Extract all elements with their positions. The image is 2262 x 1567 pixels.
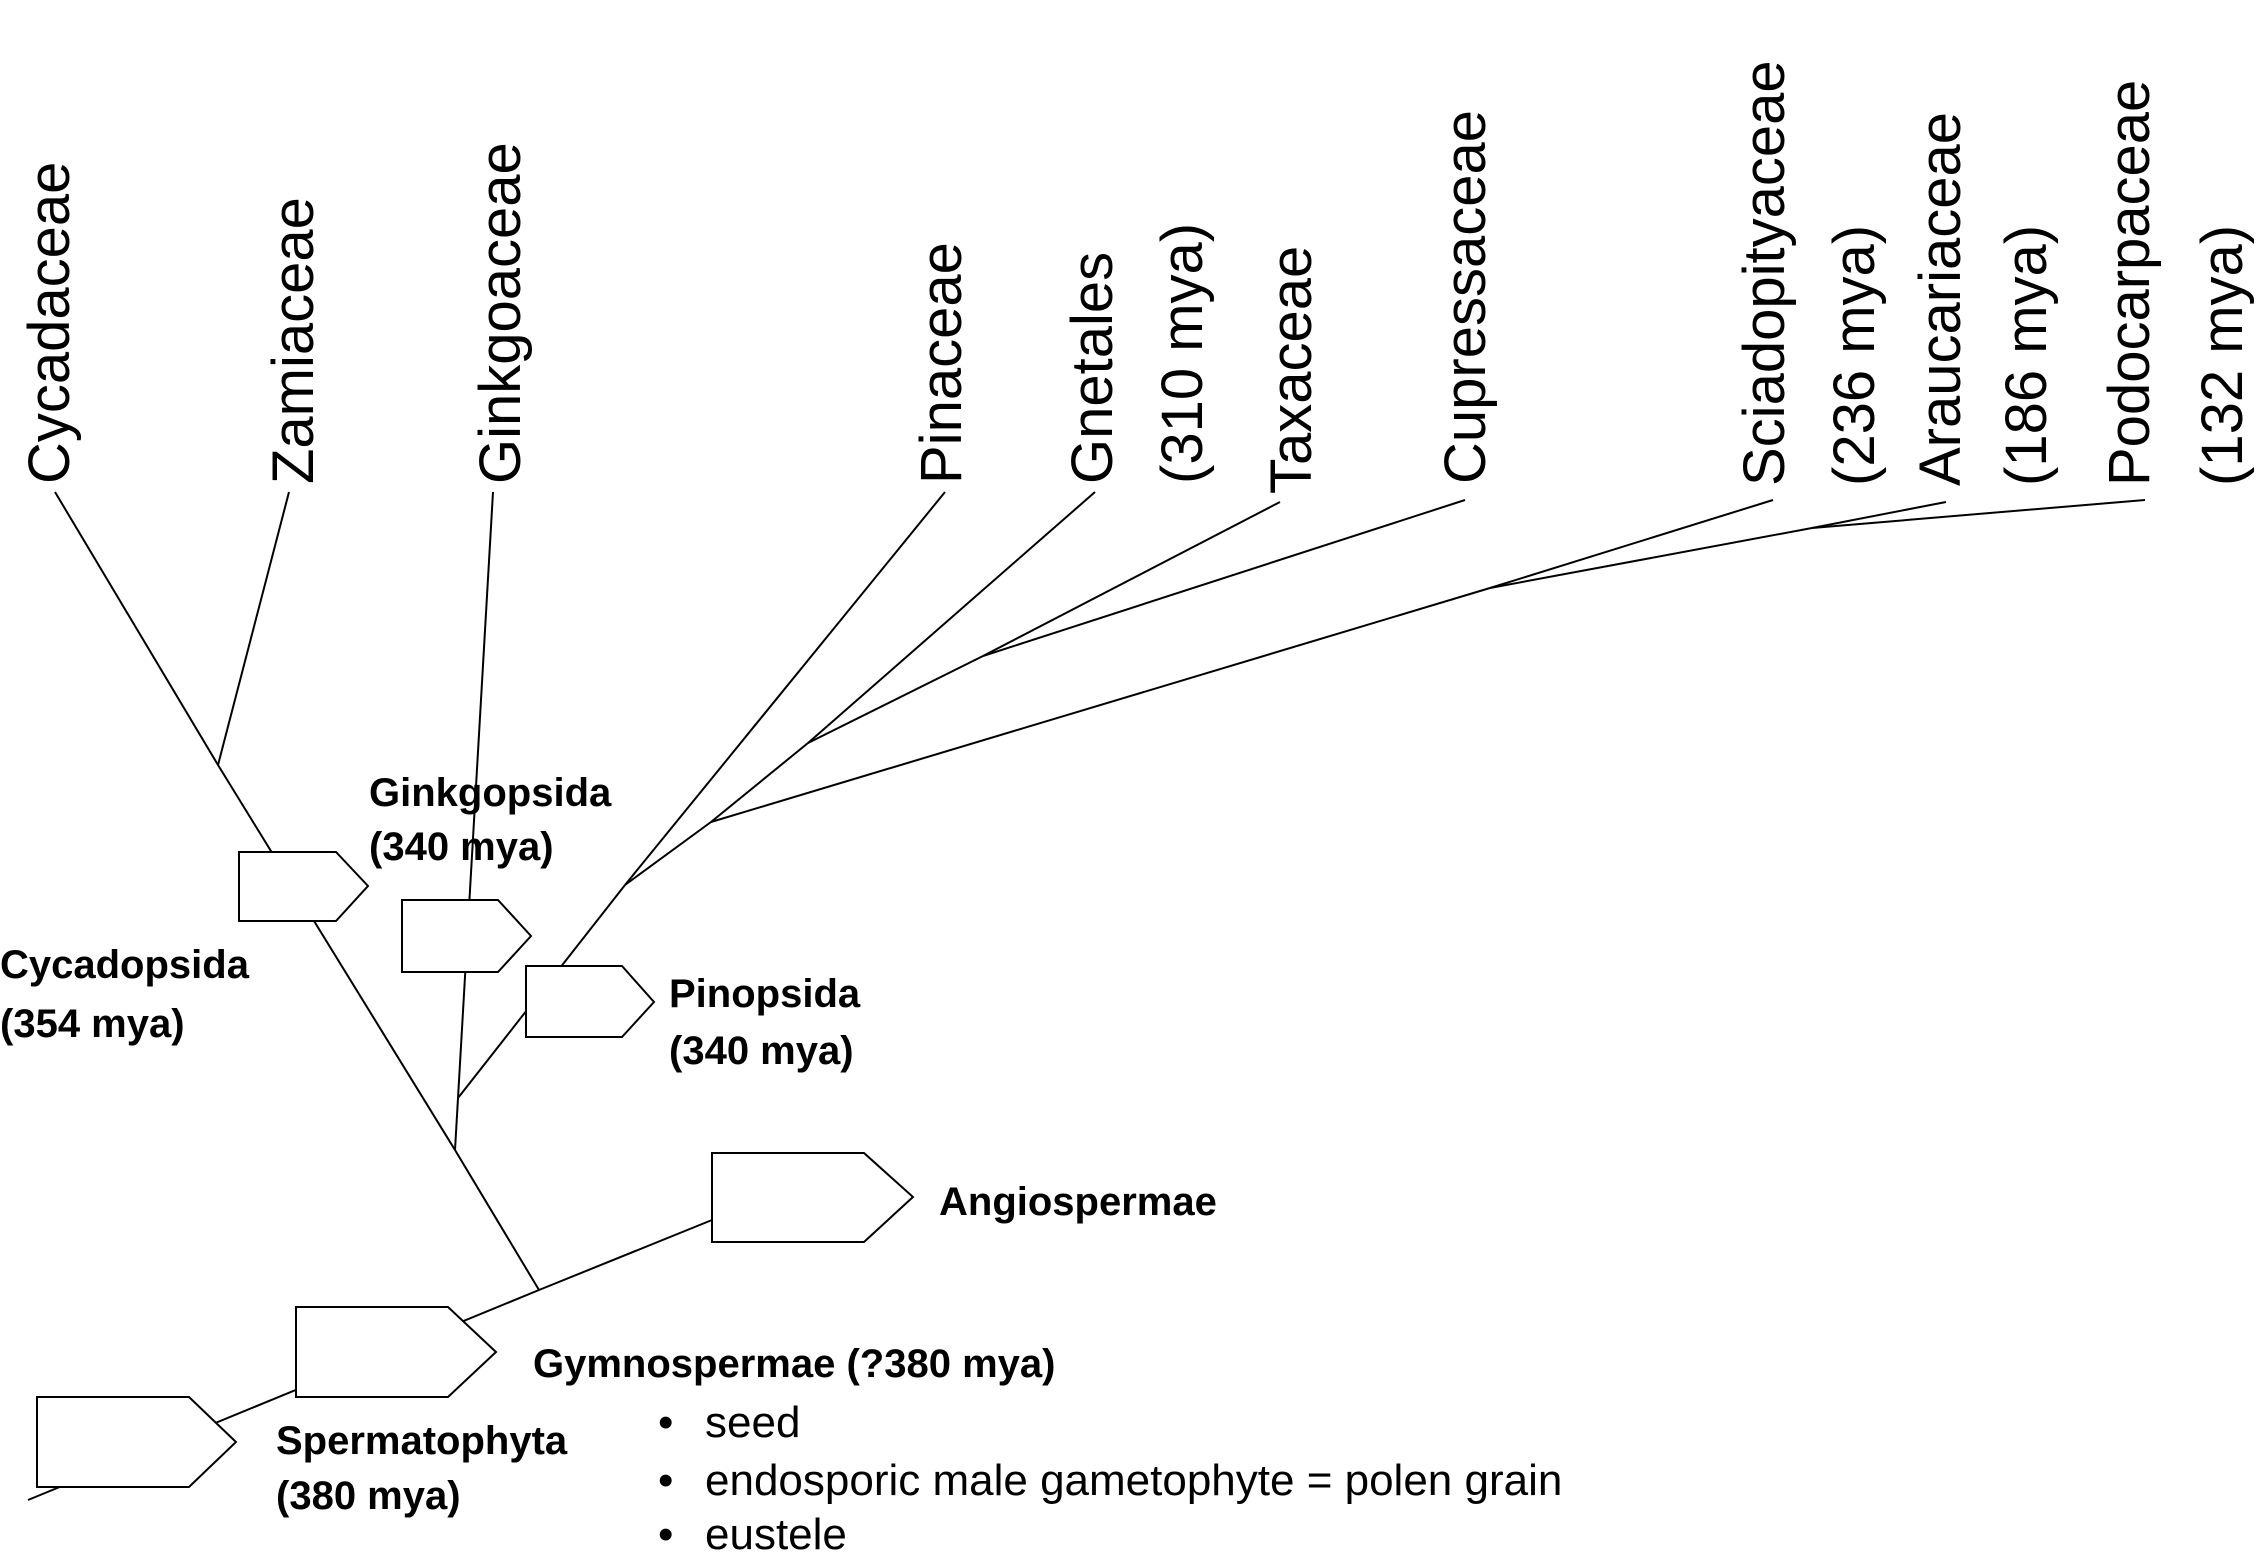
trait-item: eustele: [705, 1510, 847, 1559]
clade-cycadopsida-name: Cycadopsida: [0, 943, 250, 987]
branch-zamiaceae: [217, 491, 290, 766]
gymnospermae-tag: [295, 1306, 498, 1398]
branch-araucariales-stem: [710, 587, 1491, 823]
taxon-araucariaceae: Araucariaceae: [1908, 112, 1973, 486]
clade-spermatophyta-age: (380 mya): [276, 1474, 461, 1518]
taxon-araucariaceae-age: (186 mya): [1994, 225, 2059, 486]
trait-bullet: •: [658, 1398, 673, 1447]
branch-cupressales-stem: [807, 655, 984, 744]
clade-ginkgopsida-age: (340 mya): [369, 825, 554, 869]
branch-gymnosperm-stem: [454, 1149, 540, 1291]
taxon-gnetales: Gnetales: [1060, 252, 1125, 484]
clade-tags: [36, 851, 915, 1488]
branch-ginkgo-pinopsida-stem: [454, 1097, 459, 1151]
taxon-gnetales-age: (310 mya): [1150, 223, 1215, 484]
angiospermae-tag: [711, 1152, 915, 1243]
trait-bullet: •: [658, 1456, 673, 1505]
clade-pinopsida-age: (340 mya): [669, 1029, 854, 1073]
taxon-podocarpaceae: Podocarpaceae: [2097, 80, 2162, 486]
trait-item: endosporic male gametophyte = polen grai…: [705, 1456, 1562, 1505]
taxon-zamiaceae: Zamiaceae: [261, 197, 326, 484]
cycadopsida-tag: [238, 851, 370, 922]
trait-bullet: •: [658, 1510, 673, 1559]
pinopsida-tag: [525, 965, 656, 1038]
branch-taxaceae: [982, 501, 1281, 657]
clade-pinopsida-name: Pinopsida: [669, 972, 861, 1016]
clade-cycadopsida-age: (354 mya): [0, 1002, 185, 1046]
clade-spermatophyta-name: Spermatophyta: [276, 1419, 568, 1463]
taxon-podocarpaceae-age: (132 mya): [2190, 225, 2255, 486]
taxon-ginkgoaceae: Ginkgoaceae: [468, 142, 533, 484]
branch-cycadaceae: [54, 491, 219, 766]
taxon-pinaceae: Pinaceae: [909, 242, 974, 484]
branch-araucariaceae: [1811, 501, 1947, 529]
taxon-cycadaceae: Cycadaceae: [17, 162, 82, 484]
taxon-taxaceae: Taxaceae: [1259, 246, 1324, 494]
taxon-cupressaceae: Cupressaceae: [1433, 110, 1498, 484]
clade-gymnospermae-name: Gymnospermae (?380 mya): [533, 1342, 1055, 1386]
branch-araucariaceae-podocarpaceae: [1489, 527, 1813, 589]
ginkgopsida-tag: [401, 899, 533, 973]
branch-cycadopsida-stem: [217, 764, 456, 1151]
trait-item: seed: [705, 1398, 800, 1447]
clade-angiospermae-name: Angiospermae: [939, 1180, 1217, 1224]
taxon-sciadopityaceae: Sciadopityaceae: [1732, 60, 1797, 486]
branch-conifer-stem: [624, 821, 712, 886]
branch-cupressaceae: [982, 499, 1466, 657]
branch-ginkgoaceae: [457, 491, 494, 1099]
branch-pinaceae: [624, 491, 946, 886]
branch-sciadopityaceae: [1489, 499, 1774, 589]
branch-podocarpaceae: [1811, 499, 2146, 529]
spermatophyta-tag: [36, 1396, 238, 1488]
clade-ginkgopsida-name: Ginkgopsida: [369, 771, 612, 815]
tree-branches: [27, 491, 2146, 1501]
trait-list: • seed • endosporic male gametophyte = p…: [658, 1398, 1562, 1559]
branch-gnetales-cupressales: [710, 742, 809, 823]
taxon-sciadopityaceae-age: (236 mya): [1822, 225, 1887, 486]
branch-angiospermae: [538, 1219, 713, 1291]
branch-gnetales: [807, 491, 1096, 744]
